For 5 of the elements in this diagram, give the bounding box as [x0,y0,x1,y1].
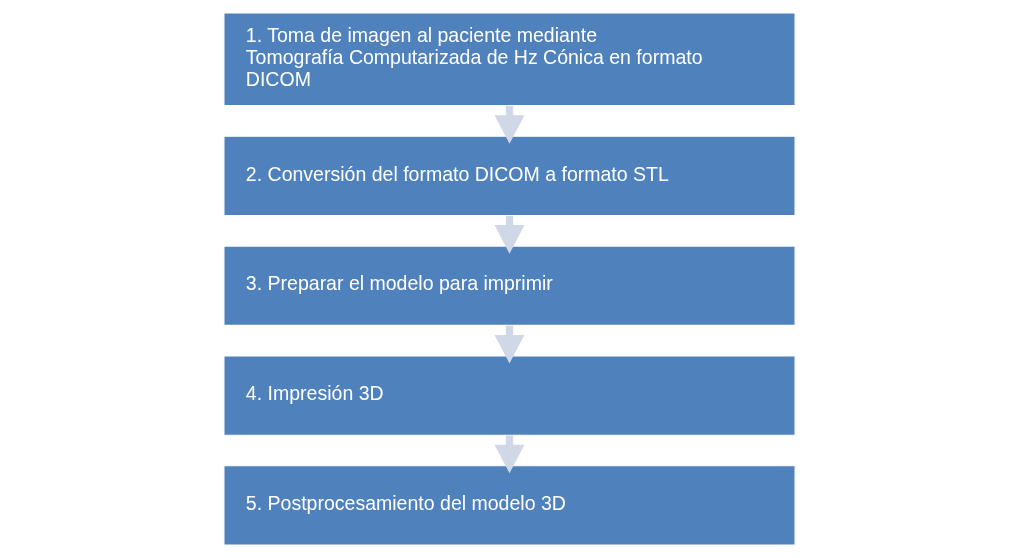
node-box: 2. Conversión del formato DICOM a formato STL [223,135,796,217]
node-box: 1. Toma de imagen al paciente mediante Tomografía Computarizada de Hz Cónica en formato DICOM [223,12,796,107]
node-box: 5. Postprocesamiento del modelo 3D [223,465,796,546]
node-box: 4. Impresión 3D [223,355,796,436]
node-box: 3. Preparar el modelo para imprimir [223,245,796,326]
